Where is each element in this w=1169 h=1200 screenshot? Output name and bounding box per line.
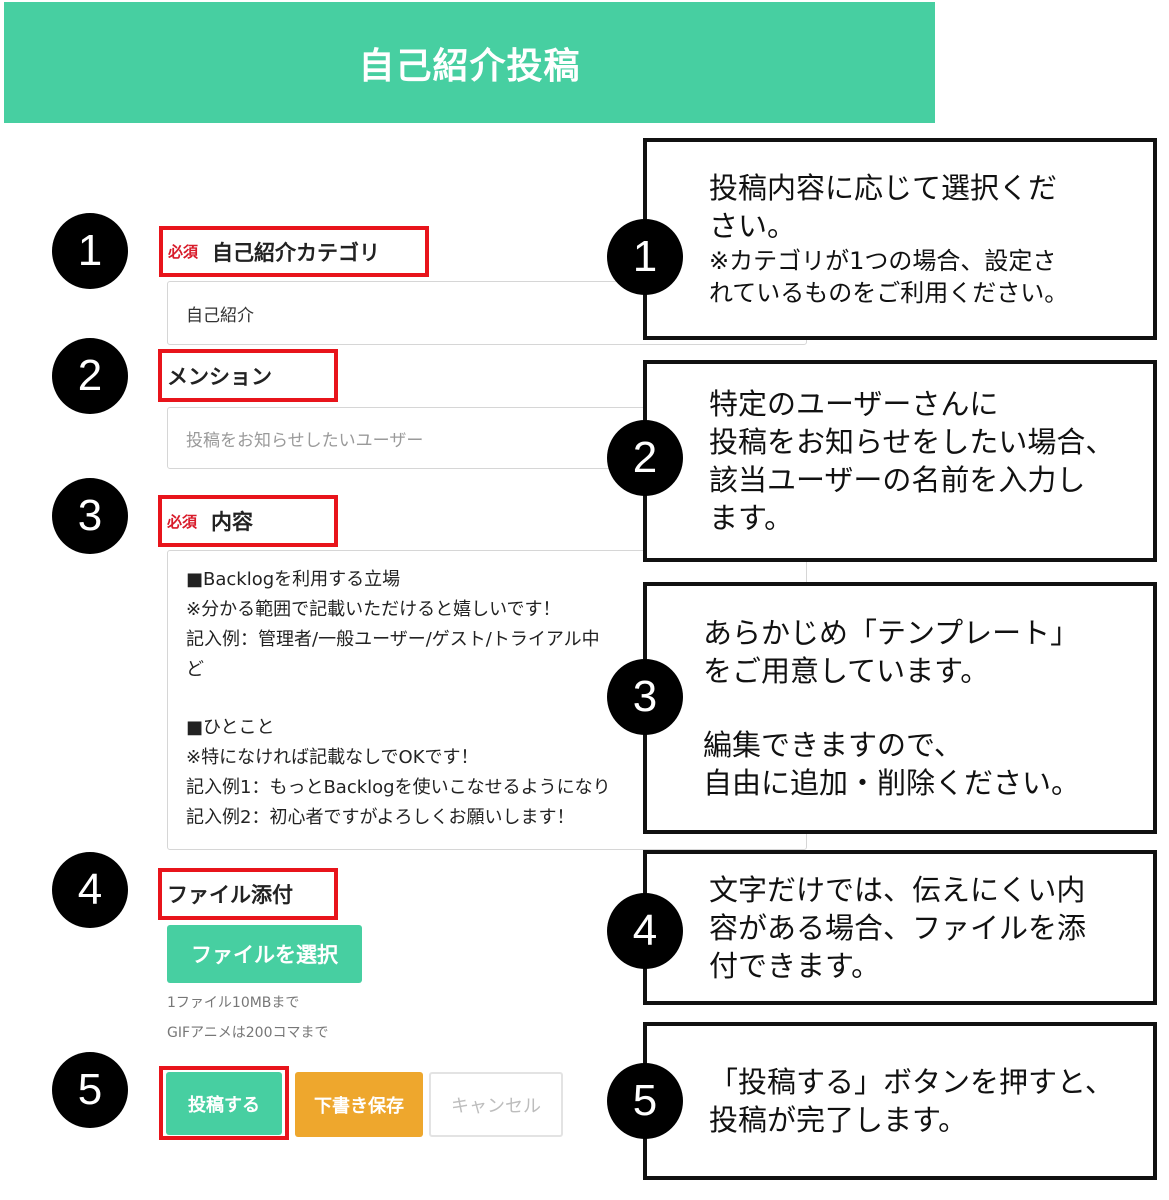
callout-line: 「投稿する」ボタンを押すと、 [709, 1065, 1114, 1099]
callout-3-marker: 3 [607, 659, 683, 735]
step-2-marker: 2 [52, 338, 128, 414]
mention-label: メンション [167, 364, 272, 389]
callout-line: 該当ユーザーの名前を入力し [709, 463, 1086, 497]
gif-frame-note: GIFアニメは200コマまで [167, 1025, 329, 1041]
content-label-highlight: 必須 内容 [158, 495, 338, 547]
file-select-button[interactable]: ファイルを選択 [167, 925, 362, 983]
callout-4-marker: 4 [607, 893, 683, 969]
category-label-highlight: 必須 自己紹介カテゴリ [159, 226, 429, 277]
callout-line: 投稿が完了します。 [709, 1103, 968, 1137]
step-1-marker: 1 [52, 213, 128, 289]
mention-input-placeholder: 投稿をお知らせしたいユーザー [186, 430, 424, 451]
page-header: 自己紹介投稿 [4, 2, 935, 123]
content-line: ■ひとこと [186, 717, 275, 738]
content-line: ※分かる範囲で記載いただけると嬉しいです！ [186, 599, 561, 620]
content-line: 記入例：管理者/一般ユーザー/ゲスト/トライアル中 [186, 629, 600, 650]
required-badge: 必須 [168, 243, 199, 261]
callout-2-marker: 2 [607, 420, 683, 496]
callout-attachment: 文字だけでは、伝えにくい内 容がある場合、ファイルを添 付できます。 [643, 850, 1157, 1005]
category-label: 自己紹介カテゴリ [212, 240, 381, 265]
callout-line: 投稿内容に応じて選択くだ [709, 171, 1058, 205]
content-line: 記入例2：初心者ですがよろしくお願いします！ [186, 807, 575, 828]
content-line: 記入例1：もっとBacklogを使いこなせるようになり [186, 777, 611, 798]
save-draft-button[interactable]: 下書き保存 [295, 1072, 423, 1137]
callout-mention: 特定のユーザーさんに 投稿をお知らせをしたい場合、 該当ユーザーの名前を入力し … [643, 360, 1157, 562]
callout-line: さい。 [709, 209, 797, 243]
callout-line: あらかじめ「テンプレート」 [703, 616, 1080, 650]
step-5-marker: 5 [52, 1052, 128, 1128]
cancel-button[interactable]: キャンセル [429, 1072, 563, 1137]
callout-note-line: ※カテゴリが1つの場合、設定さ [709, 247, 1057, 275]
callout-submit: 「投稿する」ボタンを押すと、 投稿が完了します。 [643, 1022, 1157, 1180]
content-line: ど [186, 659, 204, 680]
callout-category: 投稿内容に応じて選択くだ さい。 ※カテゴリが1つの場合、設定さ れているものを… [643, 138, 1157, 340]
step-4-marker: 4 [52, 852, 128, 928]
callout-line: をご用意しています。 [703, 654, 990, 688]
callout-note-line: れているものをご利用ください。 [709, 279, 1069, 307]
callout-5-marker: 5 [607, 1063, 683, 1139]
submit-button[interactable]: 投稿する [166, 1072, 282, 1135]
callout-1-marker: 1 [607, 219, 683, 295]
callout-line: ます。 [709, 501, 794, 535]
required-badge: 必須 [167, 512, 198, 531]
mention-label-highlight: メンション [158, 349, 338, 402]
callout-line: 容がある場合、ファイルを添 [709, 910, 1087, 945]
callout-line: 編集できますので、 [703, 728, 963, 762]
page-title: 自己紹介投稿 [358, 45, 581, 87]
step-3-marker: 3 [52, 478, 128, 554]
callout-content: あらかじめ「テンプレート」 をご用意しています。 編集できますので、 自由に追加… [643, 582, 1157, 834]
content-line: ※特になければ記載なしでOKです！ [186, 747, 479, 768]
submit-button-highlight [159, 1066, 289, 1140]
content-line: ■Backlogを利用する立場 [186, 569, 401, 590]
category-select-value: 自己紹介 [186, 305, 254, 326]
callout-line: 付できます。 [709, 948, 881, 983]
callout-line: 投稿をお知らせをしたい場合、 [709, 425, 1115, 459]
content-label: 内容 [211, 510, 254, 534]
attachment-label-highlight: ファイル添付 [158, 868, 338, 920]
callout-line: 自由に追加・削除ください。 [703, 766, 1081, 800]
callout-line: 特定のユーザーさんに [709, 387, 999, 421]
file-size-note: 1ファイル10MBまで [167, 995, 300, 1011]
attachment-label: ファイル添付 [167, 883, 293, 907]
callout-blank-line [703, 690, 1153, 726]
callout-line: 文字だけでは、伝えにくい内 [709, 872, 1086, 907]
